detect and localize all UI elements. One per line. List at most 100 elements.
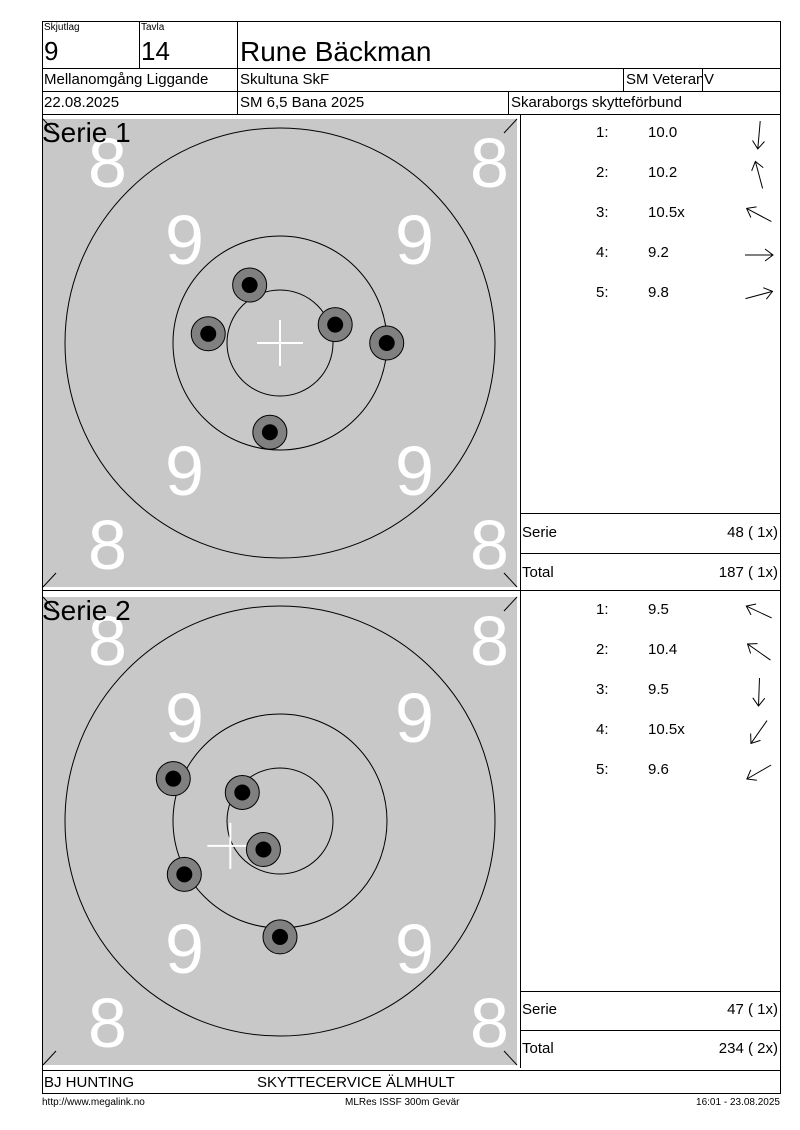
shot-number: 2: [596, 164, 609, 181]
shot-value: 10.5x [648, 721, 685, 738]
ring-number: 8 [470, 984, 509, 1062]
direction-arrow-icon [752, 677, 766, 707]
shot-row: 3: 10.5x [520, 202, 780, 226]
sponsor-2: SKYTTECERVICE ÄLMHULT [257, 1074, 455, 1091]
shot-row: 1: 9.5 [520, 599, 780, 623]
direction-arrow-icon [745, 603, 772, 619]
class-name: SM Veteran [626, 71, 702, 88]
corner-mark [42, 596, 57, 612]
shot-hole [252, 414, 288, 450]
software-name: MLRes ISSF 300m Gevär [345, 1097, 460, 1108]
ring-number: 9 [395, 679, 434, 757]
target-ring [226, 289, 334, 397]
ring-number: 9 [395, 201, 434, 279]
shot-value: 10.5x [648, 204, 685, 221]
ring-number: 9 [165, 910, 204, 988]
shot-row: 5: 9.8 [520, 282, 780, 306]
corner-mark [503, 1050, 518, 1066]
shot-hole [190, 316, 226, 352]
ring-number: 8 [470, 124, 509, 202]
serie-2-title: Serie 2 [42, 595, 131, 626]
shot-value: 9.5 [648, 601, 669, 618]
shot-value: 10.2 [648, 164, 678, 181]
ring-number: 9 [165, 679, 204, 757]
shot-number: 5: [596, 761, 609, 778]
date: 22.08.2025 [44, 94, 120, 111]
direction-arrow-icon [750, 720, 768, 745]
shot-hole [245, 832, 281, 868]
shot-row: 4: 10.5x [520, 719, 780, 745]
shot-number: 3: [596, 204, 609, 221]
ring-number: 8 [88, 124, 127, 202]
skjutlag-label: Skjutlag [44, 22, 80, 33]
ring-number: 8 [88, 984, 127, 1062]
shot-row: 1: 10.0 [520, 121, 780, 150]
corner-mark [42, 118, 57, 134]
shot-number: 4: [596, 244, 609, 261]
shot-number: 3: [596, 681, 609, 698]
corner-mark [503, 118, 518, 134]
direction-arrow-icon [751, 160, 764, 189]
shot-number: 4: [596, 721, 609, 738]
shot-hole [369, 325, 405, 361]
ring-number: 8 [88, 506, 127, 584]
corner-mark [503, 572, 518, 588]
shot-hole [224, 774, 260, 810]
corner-mark [503, 596, 518, 612]
organizer: Skaraborgs skytteförbund [511, 94, 682, 111]
direction-arrow-icon [745, 248, 774, 262]
total-label: Total [522, 564, 554, 581]
shot-value: 9.2 [648, 244, 669, 261]
shot-list-serie-1: 1: 10.0 2: 10.2 3: 10.5x 4: 9.2 5: 9.8 Serie 48 (… [520, 114, 780, 590]
shot-row: 2: 10.2 [520, 160, 780, 189]
sponsor-1: BJ HUNTING [44, 1074, 134, 1091]
shot-number: 5: [596, 284, 609, 301]
competition-name: Mellanomgång Liggande [44, 71, 209, 88]
total-value: 234 ( 2x) [718, 1040, 778, 1057]
shot-hole [166, 856, 202, 892]
shot-row: 4: 9.2 [520, 242, 780, 266]
shot-value: 9.5 [648, 681, 669, 698]
serie-1-title: Serie 1 [42, 117, 131, 148]
event-name: SM 6,5 Bana 2025 [240, 94, 365, 111]
ring-number: 9 [165, 432, 204, 510]
shot-number: 1: [596, 601, 609, 618]
serie-sum-value: 48 ( 1x) [727, 524, 778, 541]
shot-row: 3: 9.5 [520, 677, 780, 707]
skjutlag-value: 9 [44, 36, 59, 66]
target-ring [64, 127, 496, 559]
shot-hole [317, 307, 353, 343]
ring-number: 9 [395, 910, 434, 988]
shot-number: 2: [596, 641, 609, 658]
total-value: 187 ( 1x) [718, 564, 778, 581]
shot-value: 9.6 [648, 761, 669, 778]
shot-number: 1: [596, 124, 609, 141]
ring-number: 8 [88, 602, 127, 680]
corner-mark [42, 1050, 57, 1066]
direction-arrow-icon [745, 206, 772, 223]
class-code: V [704, 71, 715, 88]
shot-hole [232, 267, 268, 303]
tavla-label: Tavla [141, 22, 165, 33]
shot-value: 10.0 [648, 124, 678, 141]
total-label: Total [522, 1040, 554, 1057]
club-name: Skultuna SkF [240, 71, 330, 88]
url-link[interactable]: http://www.megalink.no [42, 1097, 145, 1108]
target-ring [226, 767, 334, 875]
shot-hole [155, 761, 191, 797]
serie-sum-label: Serie [522, 1001, 558, 1018]
shot-value: 10.4 [648, 641, 678, 658]
ring-number: 9 [395, 432, 434, 510]
shot-value: 9.8 [648, 284, 669, 301]
print-timestamp: 16:01 - 23.08.2025 [696, 1097, 780, 1108]
serie-sum-value: 47 ( 1x) [727, 1001, 778, 1018]
direction-arrow-icon [746, 764, 772, 781]
direction-arrow-icon [745, 287, 774, 300]
serie-sum-label: Serie [522, 524, 558, 541]
shot-list-serie-2: 1: 9.5 2: 10.4 3: 9.5 4: 10.5x 5: 9.6 Serie 47 ( … [520, 591, 780, 1068]
shot-row: 5: 9.6 [520, 759, 780, 783]
shot-row: 2: 10.4 [520, 639, 780, 663]
